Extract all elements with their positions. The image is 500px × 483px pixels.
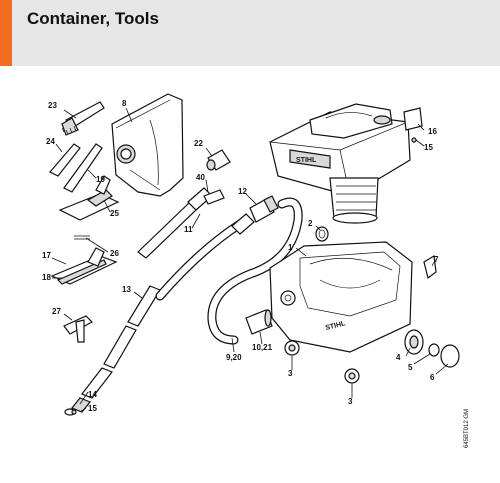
label-15-bottom: 15 — [88, 404, 97, 413]
label-15-top: 15 — [424, 143, 433, 152]
label-16: 16 — [428, 127, 437, 136]
upholstery-nozzle-part-27 — [63, 315, 93, 343]
castor-part-3b — [344, 368, 360, 384]
label-7: 7 — [434, 255, 439, 264]
seal-part-2 — [315, 226, 329, 242]
label-3-bottom: 3 — [348, 397, 353, 406]
exploded-parts-diagram: STIHL STIHL — [42, 93, 470, 448]
crevice-nozzle-part-24 — [49, 143, 81, 177]
washer-part-5 — [428, 343, 440, 357]
label-5: 5 — [408, 363, 413, 372]
label-17: 17 — [42, 251, 51, 260]
label-1: 1 — [288, 243, 293, 252]
part-number-labels: 23 8 24 19 25 26 17 18 27 13 14 15 11 40… — [42, 99, 439, 413]
floor-nozzle-part-25 — [58, 175, 120, 221]
wheel-part-4 — [404, 329, 424, 355]
label-19: 19 — [96, 175, 105, 184]
connector-part-40 — [203, 189, 225, 205]
label-18: 18 — [42, 273, 51, 282]
brand-text-container: STIHL — [325, 320, 347, 332]
label-6: 6 — [430, 373, 435, 382]
page-header: Container, Tools — [0, 0, 500, 66]
label-11: 11 — [184, 225, 193, 234]
screw-part-15 — [411, 137, 417, 143]
label-10-21: 10,21 — [252, 343, 273, 352]
wide-nozzle-part-17-18 — [50, 247, 118, 285]
hubcap-part-6 — [440, 344, 460, 368]
castor-part-3a — [284, 340, 300, 356]
filter-bag-part-8 — [111, 93, 184, 197]
label-24: 24 — [46, 137, 55, 146]
label-12: 12 — [238, 187, 247, 196]
label-40: 40 — [196, 173, 205, 182]
leader-lines — [51, 107, 449, 413]
label-27: 27 — [52, 307, 61, 316]
container-part-1: STIHL — [269, 241, 413, 353]
drawing-code: 645BT012 GM — [464, 409, 470, 448]
tube-tip-part-14 — [64, 408, 77, 416]
label-3-left: 3 — [288, 369, 293, 378]
motor-head: STIHL — [269, 103, 411, 224]
adapter-part-22 — [206, 149, 231, 171]
hose-coupling-part-12 — [249, 195, 279, 223]
clip-part-7 — [423, 255, 437, 280]
label-22: 22 — [194, 139, 203, 148]
brand-text-head: STIHL — [296, 157, 317, 164]
label-4: 4 — [396, 353, 401, 362]
label-23: 23 — [48, 101, 57, 110]
label-2: 2 — [308, 219, 313, 228]
suction-hose-part-11 — [155, 213, 255, 301]
brush-part-23 — [61, 101, 105, 136]
label-13: 13 — [122, 285, 131, 294]
connector-part-10-21 — [245, 309, 273, 335]
label-26: 26 — [110, 249, 119, 258]
suction-tubes-part-13 — [71, 285, 161, 413]
label-8: 8 — [122, 99, 127, 108]
label-9-20: 9,20 — [226, 353, 242, 362]
hand-tube-part-11 — [137, 187, 213, 259]
latch-part-16 — [403, 107, 423, 131]
hose-loop — [207, 197, 303, 345]
header-accent-bar — [0, 0, 12, 66]
crevice-tool-part-19 — [63, 143, 103, 193]
page-title: Container, Tools — [27, 9, 159, 28]
label-14: 14 — [88, 390, 97, 399]
label-25: 25 — [110, 209, 119, 218]
